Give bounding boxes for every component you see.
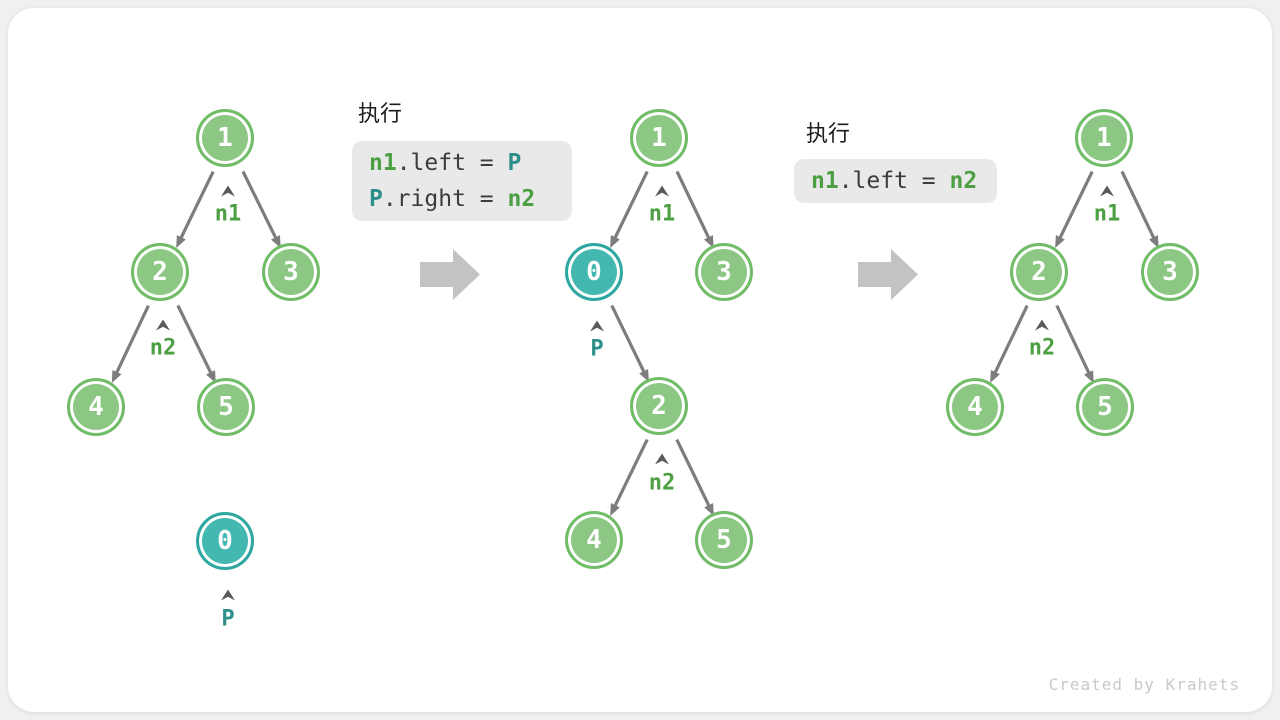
node-value: 3 (1162, 257, 1178, 287)
node-value: 2 (1031, 257, 1047, 287)
pointer-label-n1: n1 (1093, 201, 1121, 227)
tree-node: 1 (630, 109, 688, 167)
pointer-label-n2: n2 (1028, 335, 1056, 361)
tree-node: 2 (1010, 243, 1068, 301)
step-arrow-icon (858, 249, 918, 300)
tree-node: 5 (1076, 378, 1134, 436)
code-line: n1.left = n2 (811, 163, 980, 199)
code-line: P.right = n2 (369, 181, 555, 217)
code-token: = (465, 150, 508, 176)
tree-node-p: 0 (196, 512, 254, 570)
node-value: 5 (716, 525, 732, 555)
code-token: .left (396, 150, 466, 176)
exec-title: 执行 (806, 121, 851, 146)
pointer-label-n1: n1 (214, 201, 242, 227)
pointer-label-p: P (221, 606, 235, 632)
pointer-label-p: P (590, 336, 604, 362)
node-value: 0 (217, 526, 233, 556)
code-box: n1.left = P P.right = n2 (352, 141, 572, 221)
code-token: n1 (369, 150, 397, 176)
tree-node: 5 (695, 511, 753, 569)
node-value: 2 (152, 257, 168, 287)
node-value: 5 (1097, 392, 1113, 422)
node-value: 1 (651, 123, 667, 153)
node-value: 2 (651, 391, 667, 421)
pointer-caret-icon (221, 182, 235, 197)
node-value: 4 (88, 392, 104, 422)
pointer-caret-icon (590, 317, 604, 332)
pointer-caret-icon (655, 450, 669, 465)
code-token: .right (382, 186, 466, 212)
tree-node: 3 (262, 243, 320, 301)
code-token: P (369, 186, 383, 212)
node-value: 3 (716, 257, 732, 287)
watermark-credit: Created by Krahets (1048, 675, 1240, 694)
tree-node: 1 (196, 109, 254, 167)
pointer-caret-icon (156, 316, 170, 331)
code-line: n1.left = P (369, 145, 555, 181)
tree-node: 4 (565, 511, 623, 569)
pointer-label-n1: n1 (648, 201, 676, 227)
tree-node: 2 (630, 377, 688, 435)
node-value: 0 (586, 257, 602, 287)
code-token: = (465, 186, 508, 212)
node-value: 4 (967, 392, 983, 422)
node-value: 1 (217, 123, 233, 153)
code-token: n2 (507, 186, 536, 212)
tree-node: 3 (1141, 243, 1199, 301)
tree-node: 4 (946, 378, 1004, 436)
tree-node: 3 (695, 243, 753, 301)
code-token: P (507, 150, 522, 176)
code-token: n2 (949, 168, 978, 194)
tree-node: 2 (131, 243, 189, 301)
pointer-caret-icon (655, 182, 669, 197)
tree-node: 5 (197, 378, 255, 436)
pointer-caret-icon (1035, 316, 1049, 331)
exec-title: 执行 (358, 101, 403, 126)
tree-node: 4 (67, 378, 125, 436)
tree-node: 1 (1075, 109, 1133, 167)
tree-right-edges (990, 170, 1159, 384)
node-value: 5 (218, 392, 234, 422)
pointer-caret-icon (221, 586, 235, 601)
node-value: 4 (586, 525, 602, 555)
pointer-label-n2: n2 (648, 470, 676, 496)
pointer-label-n2: n2 (149, 335, 177, 361)
pointer-caret-icon (1100, 182, 1114, 197)
node-value: 3 (283, 257, 299, 287)
code-token: = (907, 168, 950, 194)
step-arrow-icon (420, 249, 480, 300)
code-token: .left (838, 168, 908, 194)
node-value: 1 (1096, 123, 1112, 153)
code-box: n1.left = n2 (794, 159, 997, 203)
code-token: n1 (811, 168, 839, 194)
tree-node-p: 0 (565, 243, 623, 301)
tree-left-edges (111, 170, 281, 384)
tree-middle-edges (610, 170, 714, 516)
